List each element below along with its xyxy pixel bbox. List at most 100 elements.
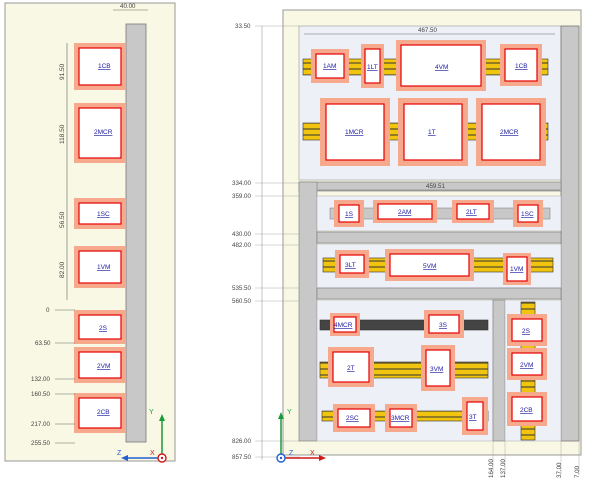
svg-text:2LT: 2LT: [466, 209, 477, 216]
room-1lt[interactable]: 1LT: [361, 44, 384, 88]
side-dim-h2: 118.50: [59, 124, 66, 144]
svg-text:1MCR: 1MCR: [345, 129, 364, 136]
svg-text:2AM: 2AM: [398, 209, 411, 216]
svg-text:1CB: 1CB: [515, 63, 528, 70]
side-room-2s[interactable]: 2S: [74, 310, 126, 344]
svg-text:2MCR: 2MCR: [94, 129, 113, 136]
svg-text:1T: 1T: [428, 129, 436, 136]
front-view-panel: 33.50 334.00 359.00 430.00 482.00 535.50…: [232, 9, 582, 478]
side-view-panel: 40.00 91.50 118.50 56.50 82.00 1CB 2MCR …: [4, 2, 176, 463]
room-1s[interactable]: 1S: [334, 200, 364, 227]
svg-text:2SC: 2SC: [346, 415, 359, 422]
room-3mcr[interactable]: 3MCR: [385, 404, 417, 432]
room-1vm[interactable]: 1VM: [503, 253, 531, 285]
side-elev-0: 0: [46, 307, 50, 314]
svg-text:2CB: 2CB: [520, 407, 533, 414]
svg-text:1CB: 1CB: [98, 63, 111, 70]
side-axis-z: Z: [117, 450, 122, 457]
room-2cb-right[interactable]: 2CB: [507, 392, 547, 426]
rail-4: [319, 319, 489, 331]
side-wall: [125, 23, 147, 443]
svg-text:1SC: 1SC: [521, 211, 534, 218]
room-4mcr[interactable]: 4MCR: [330, 313, 360, 336]
left-wall: [298, 181, 318, 442]
front-axis-y: Y: [287, 409, 292, 416]
divider-3: [316, 287, 562, 300]
front-bottom-dim-1: 137.00: [500, 459, 507, 478]
front-axis-x: X: [310, 450, 315, 457]
svg-text:2S: 2S: [99, 325, 108, 332]
room-3vm[interactable]: 3VM: [421, 345, 455, 391]
svg-text:1S: 1S: [345, 211, 354, 218]
room-3t[interactable]: 3T: [462, 397, 488, 435]
room-2s-right[interactable]: 2S: [507, 314, 547, 346]
room-2vm-right[interactable]: 2VM: [507, 348, 547, 380]
front-bottom-dim-3: 7.00: [574, 465, 581, 478]
room-1t[interactable]: 1T: [398, 98, 468, 166]
room-2sc[interactable]: 2SC: [333, 404, 375, 432]
room-1cb[interactable]: 1CB: [500, 44, 542, 86]
svg-text:1AM: 1AM: [323, 63, 336, 70]
svg-text:3VM: 3VM: [430, 366, 443, 373]
side-elev-3: 160.50: [31, 391, 50, 398]
svg-text:1VM: 1VM: [97, 264, 110, 271]
side-elev-5: 255.50: [31, 440, 50, 447]
room-2lt[interactable]: 2LT: [452, 200, 494, 223]
room-4vm[interactable]: 4VM: [396, 40, 486, 91]
front-width-top: 467.50: [418, 27, 437, 34]
svg-text:5VM: 5VM: [423, 263, 436, 270]
svg-text:4MCR: 4MCR: [334, 322, 353, 329]
front-axis-triad: [276, 412, 326, 463]
room-2t[interactable]: 2T: [328, 347, 374, 387]
side-dim-width: 40.00: [120, 3, 136, 10]
svg-text:1SC: 1SC: [97, 211, 110, 218]
side-room-1sc[interactable]: 1SC: [74, 198, 126, 229]
front-dim-4: 482.00: [232, 242, 251, 249]
svg-text:1LT: 1LT: [367, 64, 378, 71]
front-dim-1: 334.00: [232, 180, 251, 187]
front-dim-0: 33.50: [235, 23, 251, 30]
side-room-2mcr[interactable]: 2MCR: [74, 103, 126, 163]
front-dim-8: 857.50: [232, 454, 251, 461]
side-room-2vm[interactable]: 2VM: [74, 347, 126, 383]
svg-text:3S: 3S: [439, 322, 448, 329]
side-axis-triad: [121, 414, 167, 463]
front-bottom-dim-2: 37.00: [556, 462, 563, 478]
room-1mcr[interactable]: 1MCR: [320, 98, 390, 166]
front-dim-3: 430.00: [232, 231, 251, 238]
svg-text:2VM: 2VM: [520, 362, 533, 369]
room-1sc[interactable]: 1SC: [513, 200, 543, 227]
right-wall: [560, 25, 580, 442]
svg-text:2S: 2S: [522, 328, 531, 335]
front-width-mid: 459.51: [426, 183, 445, 190]
side-elev-1: 63.50: [35, 340, 51, 347]
side-room-1cb[interactable]: 1CB: [74, 43, 126, 90]
front-dim-6: 560.50: [232, 298, 251, 305]
svg-text:2T: 2T: [347, 365, 355, 372]
front-axis-z: Z: [289, 450, 294, 457]
room-2mcr[interactable]: 2MCR: [476, 98, 546, 166]
side-elevation-dims: [55, 309, 75, 444]
side-room-1vm[interactable]: 1VM: [74, 246, 126, 288]
room-3s[interactable]: 3S: [424, 310, 464, 338]
side-dim-h1: 91.50: [59, 63, 66, 80]
room-1am[interactable]: 1AM: [311, 49, 349, 83]
svg-text:3T: 3T: [469, 414, 477, 421]
svg-text:2MCR: 2MCR: [500, 129, 519, 136]
front-dim-7: 826.00: [232, 438, 251, 445]
side-elev-2: 132.00: [31, 376, 50, 383]
side-room-2cb[interactable]: 2CB: [74, 393, 126, 433]
side-dim-h3: 56.50: [59, 211, 66, 228]
room-5vm[interactable]: 5VM: [385, 249, 474, 281]
svg-text:3LT: 3LT: [345, 262, 356, 269]
svg-text:1VM: 1VM: [510, 266, 523, 273]
room-2am[interactable]: 2AM: [373, 200, 437, 223]
divider-2: [316, 231, 562, 244]
side-axis-y: Y: [149, 409, 154, 416]
room-3lt[interactable]: 3LT: [335, 250, 369, 278]
front-dim-5: 535.50: [232, 285, 251, 292]
side-dim-h4: 82.00: [59, 261, 66, 278]
side-axis-x: X: [150, 450, 155, 457]
svg-text:2VM: 2VM: [97, 363, 110, 370]
